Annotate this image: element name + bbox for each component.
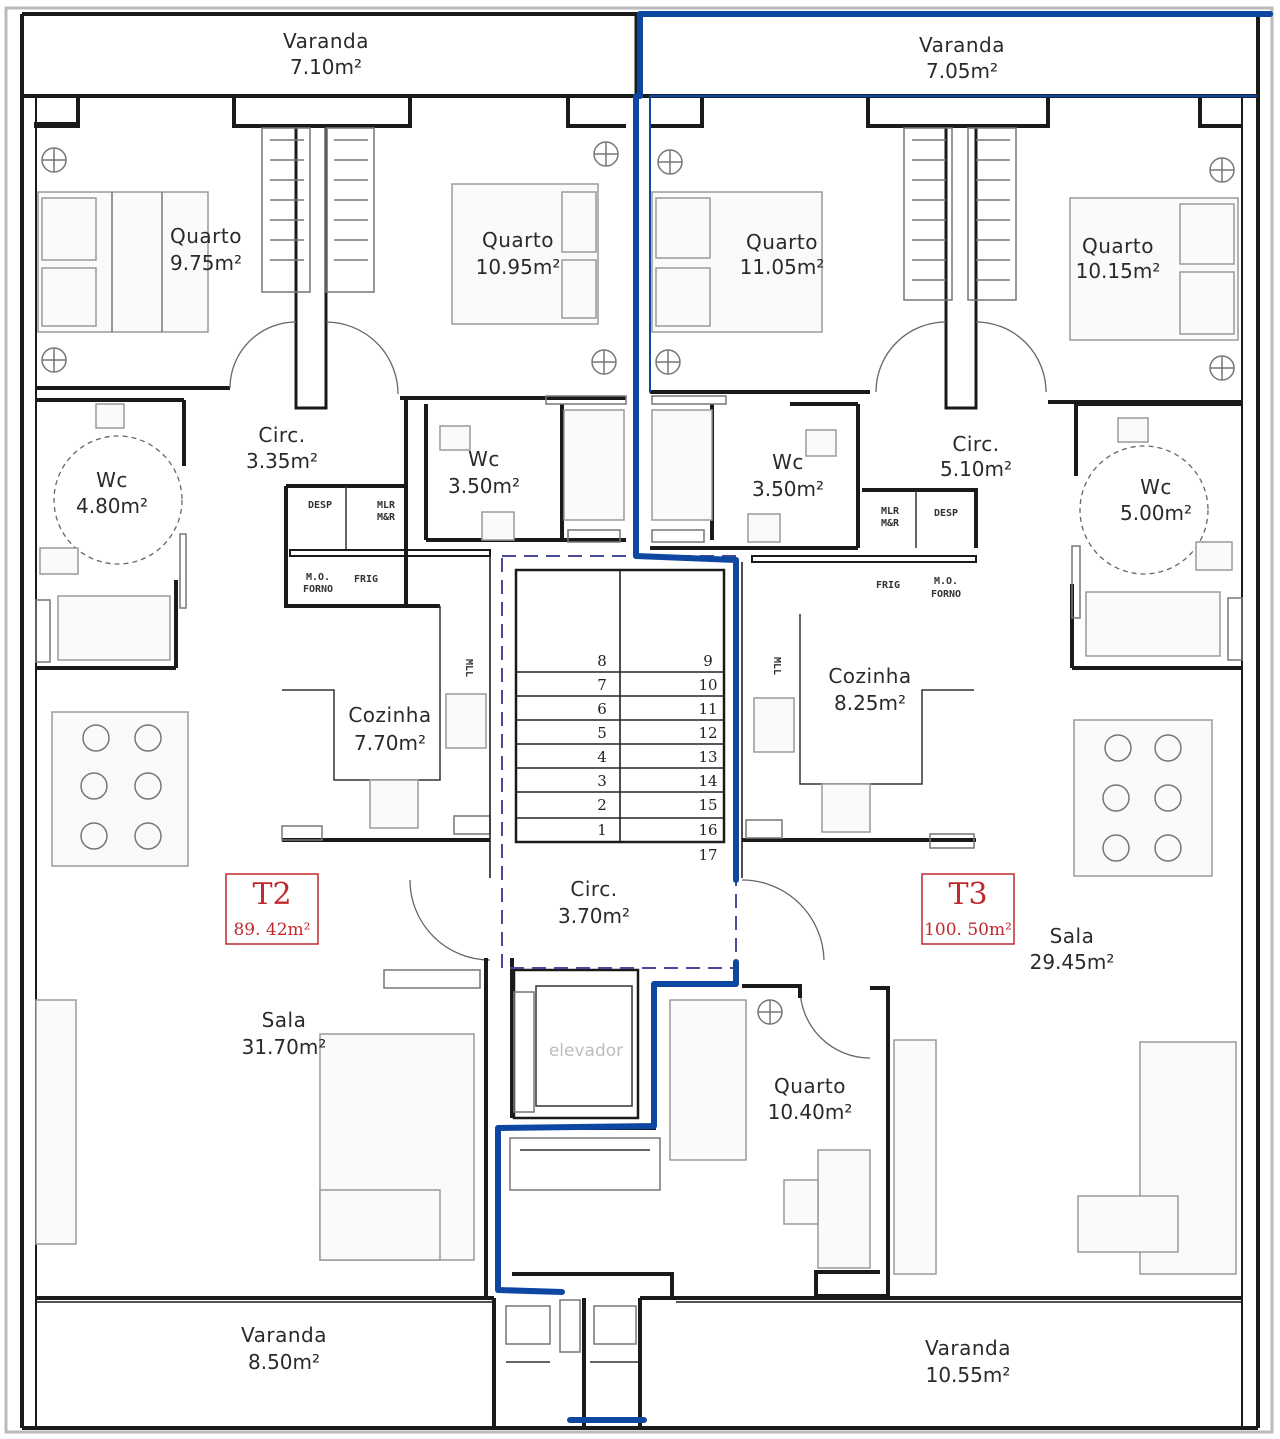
room-name: Wc <box>96 468 128 492</box>
step-number: 8 <box>597 652 607 670</box>
upper-walls <box>34 96 1242 670</box>
room-area: 5.00m² <box>1120 501 1192 525</box>
room-name: Varanda <box>241 1323 327 1347</box>
room-area: 7.05m² <box>926 59 998 83</box>
room-area: 11.05m² <box>740 255 825 279</box>
dining-tables <box>51 711 1213 877</box>
room-area: 9.75m² <box>170 251 242 275</box>
room-area: 8.50m² <box>248 1350 320 1374</box>
oven-label-r2: FORNO <box>931 589 961 600</box>
step-number: 4 <box>597 748 607 766</box>
room-name: Sala <box>1050 924 1095 948</box>
room-name: Wc <box>772 450 804 474</box>
room-name: Quarto <box>774 1074 846 1098</box>
laundry-label-r2: M&R <box>881 518 900 529</box>
room-area: 3.50m² <box>752 477 824 501</box>
laundry-label-2: M&R <box>377 512 396 523</box>
unit-area: 89. 42m² <box>233 920 310 940</box>
unit-code: T2 <box>252 877 291 912</box>
room-name: Varanda <box>919 33 1005 57</box>
room-name: Quarto <box>1082 234 1154 258</box>
room-area: 5.10m² <box>940 457 1012 481</box>
room-area: 3.35m² <box>246 449 318 473</box>
room-name: Varanda <box>925 1336 1011 1360</box>
pantry-label: DESP <box>308 500 332 511</box>
step-number: 17 <box>698 846 717 864</box>
step-number: 15 <box>698 796 717 814</box>
laundry-label: MLR <box>377 500 396 511</box>
unit-area: 100. 50m² <box>924 920 1012 940</box>
room-name: Quarto <box>482 228 554 252</box>
step-number: 10 <box>698 676 717 694</box>
room-name: Sala <box>262 1008 307 1032</box>
room-area: 29.45m² <box>1030 950 1115 974</box>
step-number: 7 <box>597 676 607 694</box>
laundry-label-r: MLR <box>881 506 900 517</box>
elevator-shaft <box>512 968 640 1120</box>
room-area: 3.50m² <box>448 474 520 498</box>
room-area: 4.80m² <box>76 494 148 518</box>
step-number: 1 <box>597 821 607 839</box>
unit-badge-t3: T3 100. 50m² <box>921 873 1015 945</box>
oven-label-2: FORNO <box>303 584 333 595</box>
oven-label: M.O. <box>306 572 330 583</box>
unit-code: T3 <box>948 877 987 912</box>
fridge-label: FRIG <box>354 574 378 585</box>
living-furniture <box>35 999 1237 1275</box>
nightstands <box>41 141 1235 1025</box>
step-number: 5 <box>597 724 607 742</box>
room-area: 10.40m² <box>768 1100 853 1124</box>
room-name: Quarto <box>746 230 818 254</box>
oven-label-r: M.O. <box>934 576 958 587</box>
dishwasher-label: MLL <box>463 659 474 677</box>
step-number: 16 <box>698 821 717 839</box>
step-number: 9 <box>703 652 713 670</box>
beds <box>37 183 1239 341</box>
fixture-labels: DESP MLR M&R M.O. FORNO FRIG MLL MLR M&R… <box>303 500 961 1061</box>
step-number: 6 <box>597 700 607 718</box>
room-labels: Varanda 7.10m² Varanda 7.05m² Quarto 9.7… <box>76 29 1192 1387</box>
room-name: Circ. <box>258 423 305 447</box>
escape-route-lower <box>495 959 739 1295</box>
step-number: 13 <box>698 748 717 766</box>
wardrobes <box>261 127 1017 301</box>
fridge-label-r: FRIG <box>876 580 900 591</box>
room-name: Circ. <box>952 432 999 456</box>
bathroom-fixtures <box>35 395 1243 663</box>
room-area: 8.25m² <box>834 691 906 715</box>
room-area: 10.15m² <box>1076 259 1161 283</box>
step-numbers: 8 7 6 5 4 3 2 1 9 10 11 12 13 14 15 16 1… <box>597 652 717 864</box>
room-name: Varanda <box>283 29 369 53</box>
step-number: 3 <box>597 772 607 790</box>
step-number: 14 <box>698 772 717 790</box>
room-name: Wc <box>468 447 500 471</box>
step-number: 2 <box>597 796 607 814</box>
room-area: 10.95m² <box>476 255 561 279</box>
pantry-label-r: DESP <box>934 508 958 519</box>
elevator-label: elevador <box>549 1041 623 1061</box>
room-name: Cozinha <box>348 703 431 727</box>
room-area: 10.55m² <box>926 1363 1011 1387</box>
room-name: Circ. <box>570 877 617 901</box>
step-number: 12 <box>698 724 717 742</box>
room-name: Wc <box>1140 475 1172 499</box>
room-area: 3.70m² <box>558 904 630 928</box>
door-swings <box>53 321 1209 1059</box>
room-name: Quarto <box>170 224 242 248</box>
room-area: 7.10m² <box>290 55 362 79</box>
escape-route-path <box>633 11 1273 883</box>
room-area: 7.70m² <box>354 731 426 755</box>
room-area: 31.70m² <box>242 1035 327 1059</box>
step-number: 11 <box>698 700 717 718</box>
dishwasher-label-r: MLL <box>771 657 782 675</box>
room-name: Cozinha <box>828 664 911 688</box>
unit-badge-t2: T2 89. 42m² <box>225 873 319 945</box>
